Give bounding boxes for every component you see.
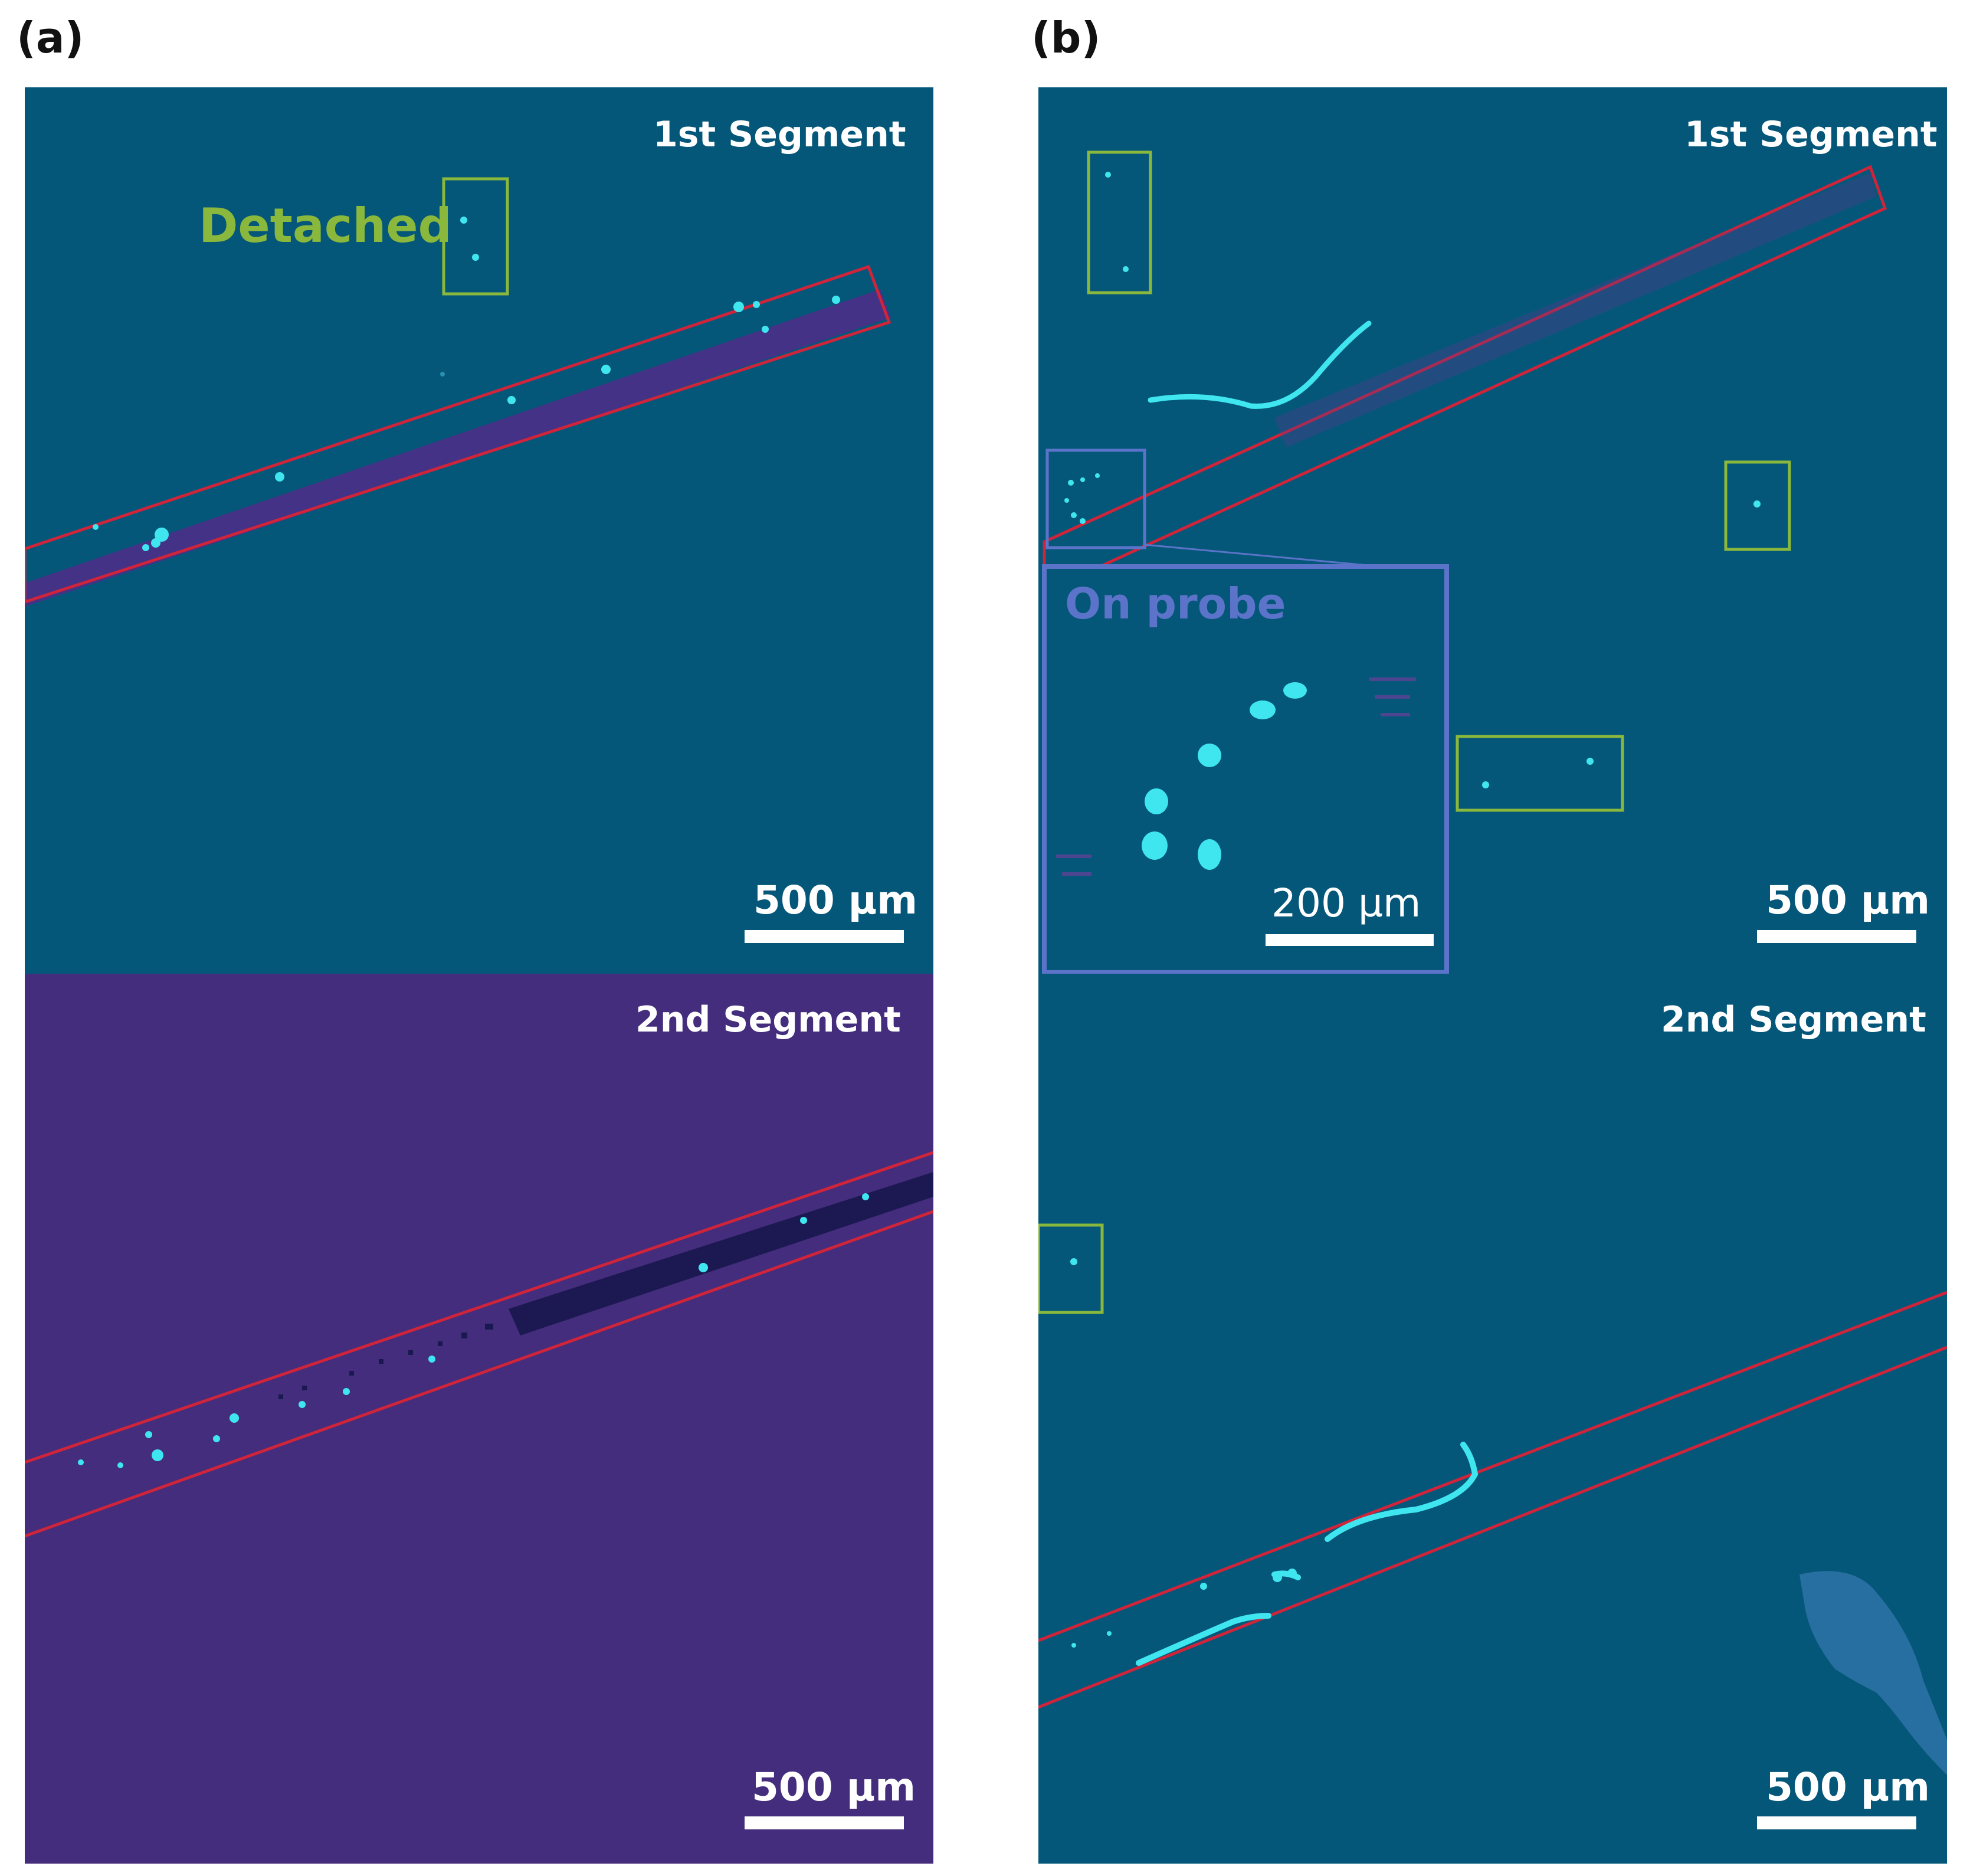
panel-b-bottom-scale-label: 500 µm	[1766, 1764, 1930, 1810]
inset-source-box	[1045, 448, 1146, 549]
panel-a-bottom-image: 2nd Segment 500 µm	[25, 974, 933, 1864]
detached-box	[1087, 150, 1152, 294]
stain	[1799, 1571, 1947, 1775]
panel-a-top-scale-bar	[745, 930, 904, 943]
inset-scale-bar	[1266, 934, 1434, 946]
detached-box	[1456, 735, 1624, 812]
panel-b-bottom-title: 2nd Segment	[1661, 999, 1926, 1040]
probe-debris	[509, 1172, 933, 1335]
probe-outline	[25, 264, 891, 604]
panel-b-top-title: 1st Segment	[1684, 114, 1938, 155]
panel-b-label: (b)	[1031, 13, 1101, 63]
panel-a-top-image: Detached 1st Segment 500 µm	[25, 87, 933, 974]
panel-a-bottom-title: 2nd Segment	[635, 999, 901, 1040]
panel-b-top-image: On probe 200 µm 1st Segment 500 µm	[1038, 87, 1947, 975]
panel-a-bottom-scale-label: 500 µm	[752, 1764, 916, 1810]
panel-a-top-scale-label: 500 µm	[753, 878, 917, 923]
inset: On probe 200 µm	[1042, 564, 1449, 975]
detached-box	[1038, 1223, 1104, 1314]
panel-a-bottom-scale-bar	[745, 1816, 904, 1829]
panel-b: On probe 200 µm 1st Segment 500 µm	[1038, 87, 1947, 1864]
panel-a: Detached 1st Segment 500 µm	[25, 87, 933, 1864]
particles-on-probe	[93, 296, 840, 551]
fiber	[1148, 320, 1372, 409]
detached-label: Detached	[199, 198, 452, 253]
panel-b-bottom-scale-bar	[1757, 1816, 1916, 1829]
detached-box	[1724, 460, 1791, 551]
panel-a-label: (a)	[17, 13, 84, 63]
probe-band	[25, 289, 891, 607]
panel-b-bottom-image: 2nd Segment 500 µm	[1038, 974, 1947, 1864]
panel-b-top-scale-label: 500 µm	[1766, 878, 1930, 923]
inset-particles	[1142, 682, 1307, 870]
inset-scale-label: 200 µm	[1271, 880, 1421, 926]
detached-box	[442, 177, 509, 296]
panel-a-top-title: 1st Segment	[653, 114, 906, 155]
inset-label: On probe	[1065, 579, 1286, 628]
panel-b-top-scale-bar	[1757, 930, 1916, 943]
